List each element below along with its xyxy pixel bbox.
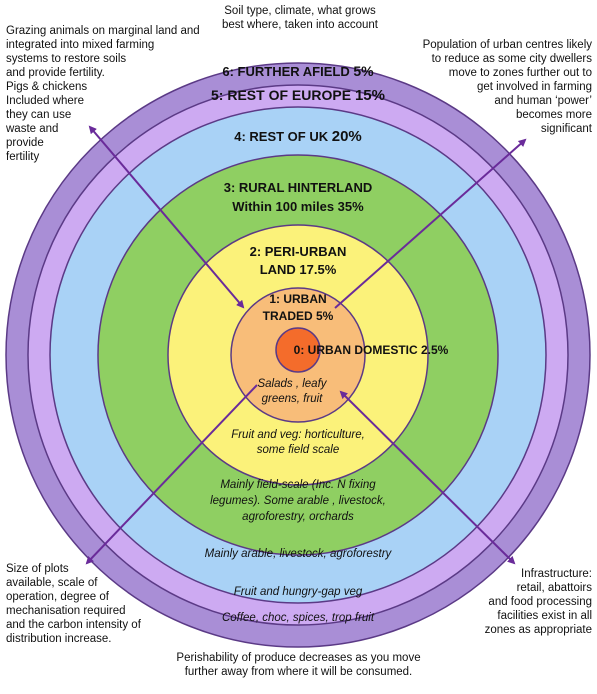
zone-1-label-line1: 1: URBAN: [269, 292, 326, 306]
zone-2-label-line1: 2: PERI-URBAN: [250, 244, 347, 259]
produce-z4: Mainly arable, livestock, agroforestry: [205, 548, 393, 560]
produce-z2-line2: some field scale: [257, 444, 339, 456]
produce-z1-line2: greens, fruit: [262, 393, 324, 405]
zone-4-label: 4: REST OF UK 20%: [234, 128, 362, 145]
produce-z3-line1: Mainly field-scale (Inc. N fixing: [220, 479, 376, 491]
note-top-left: Grazing animals on marginal land and int…: [6, 25, 200, 163]
zone-3-label-line2: Within 100 miles 35%: [232, 199, 364, 214]
zone-1-label-line2: TRADED 5%: [263, 309, 334, 323]
note-top-right: Population of urban centres likely to re…: [422, 39, 592, 135]
zone-2-label-line2: LAND 17.5%: [260, 262, 337, 277]
note-bottom-center: Perishability of produce decreases as yo…: [176, 652, 421, 678]
arrow-bottom-right: [339, 390, 516, 565]
produce-z1-line1: Salads , leafy: [257, 378, 327, 390]
zone-3-label-line1: 3: RURAL HINTERLAND: [224, 180, 373, 195]
arrow-top-left: [88, 125, 245, 309]
note-top-center: Soil type, climate, what grows best wher…: [222, 5, 378, 31]
produce-z2-line1: Fruit and veg: horticulture,: [231, 429, 365, 441]
produce-z6: Coffee, choc, spices, trop fruit: [222, 612, 375, 624]
arrow-bottom-left: [85, 384, 258, 565]
zone-6-label: 6: FURTHER AFIELD 5%: [222, 63, 374, 79]
produce-z3-line3: agroforestry, orchards: [242, 511, 354, 523]
note-bottom-left: Size of plots available, scale of operat…: [6, 563, 141, 645]
produce-z5: Fruit and hungry-gap veg: [234, 586, 363, 598]
ring-0-urban-domestic: [275, 327, 321, 373]
note-bottom-right: Infrastructure: retail, abattoirs and fo…: [484, 568, 592, 636]
zone-5-label: 5: REST OF EUROPE 15%: [211, 87, 385, 104]
zone-0-label: 0: URBAN DOMESTIC 2.5%: [294, 343, 449, 357]
arrow-top-right: [334, 138, 527, 309]
produce-z3-line2: legumes). Some arable , livestock,: [210, 495, 386, 507]
